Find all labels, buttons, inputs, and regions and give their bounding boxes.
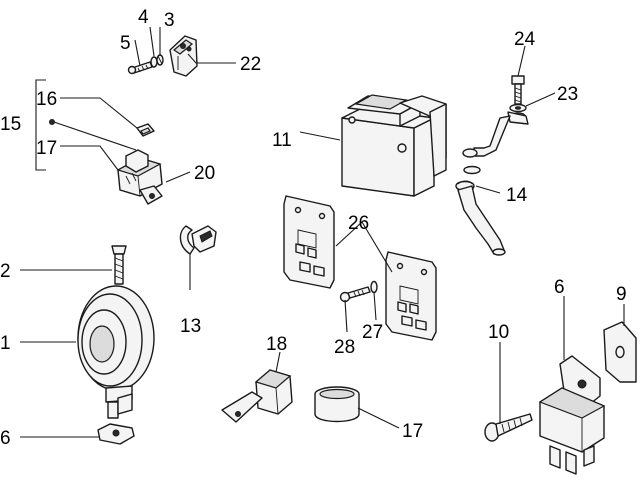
callout-22: 22 xyxy=(240,54,261,75)
bracket-9 xyxy=(603,321,637,383)
callout-10: 10 xyxy=(488,322,509,343)
washer-27 xyxy=(370,280,378,294)
callout-13: 13 xyxy=(180,316,201,337)
callout-11: 11 xyxy=(272,130,292,151)
screw-10 xyxy=(484,413,533,442)
clamp-band-17 xyxy=(314,386,360,423)
callout-15: 15 xyxy=(0,114,21,135)
horn-1 xyxy=(77,285,155,419)
callout-27: 27 xyxy=(362,322,383,343)
battery-cable xyxy=(462,111,529,175)
bolt-24 xyxy=(511,75,525,105)
callout-6-horn-bracket: 6 xyxy=(0,428,11,449)
horn-bracket-6 xyxy=(97,423,135,445)
callout-24: 24 xyxy=(514,29,536,50)
callout-26: 26 xyxy=(348,213,369,234)
terminal-cover-assembly xyxy=(169,35,198,77)
clip-13 xyxy=(179,225,217,255)
mounting-plate-left xyxy=(283,195,335,289)
callout-18: 18 xyxy=(266,334,287,355)
vent-tube xyxy=(457,185,506,256)
mounting-plate-right xyxy=(385,251,437,341)
callout-5: 5 xyxy=(120,33,131,54)
washer-4 xyxy=(150,56,158,68)
callout-23: 23 xyxy=(557,84,578,105)
bolt-2 xyxy=(111,245,127,285)
callout-2: 2 xyxy=(0,261,11,282)
screw-5 xyxy=(127,61,153,75)
callout-1: 1 xyxy=(0,333,11,354)
callout-14: 14 xyxy=(506,185,528,206)
callout-6-relay-bracket: 6 xyxy=(554,277,565,298)
callout-28: 28 xyxy=(334,337,355,358)
leader-lines xyxy=(20,26,625,438)
fuse-holder-20 xyxy=(116,149,163,205)
callout-3: 3 xyxy=(164,10,175,31)
relay-unit xyxy=(538,387,606,475)
callout-20: 20 xyxy=(194,163,215,184)
callout-17-clip: 17 xyxy=(402,421,423,442)
relay-18 xyxy=(221,369,293,423)
callout-4: 4 xyxy=(138,7,149,28)
battery-11 xyxy=(341,94,447,197)
spring-washer-3 xyxy=(156,54,164,66)
callout-numbers: 1 2 3 4 5 6 6 9 10 11 13 14 15 16 17 17 … xyxy=(0,7,627,449)
fuse-16 xyxy=(136,123,155,137)
kit-bracket-15 xyxy=(35,79,46,171)
callout-9: 9 xyxy=(616,284,627,305)
callout-16: 16 xyxy=(36,89,57,110)
kit-bullet-dot xyxy=(49,119,55,125)
callout-17-fuse: 17 xyxy=(36,138,57,159)
screw-28 xyxy=(339,286,371,303)
